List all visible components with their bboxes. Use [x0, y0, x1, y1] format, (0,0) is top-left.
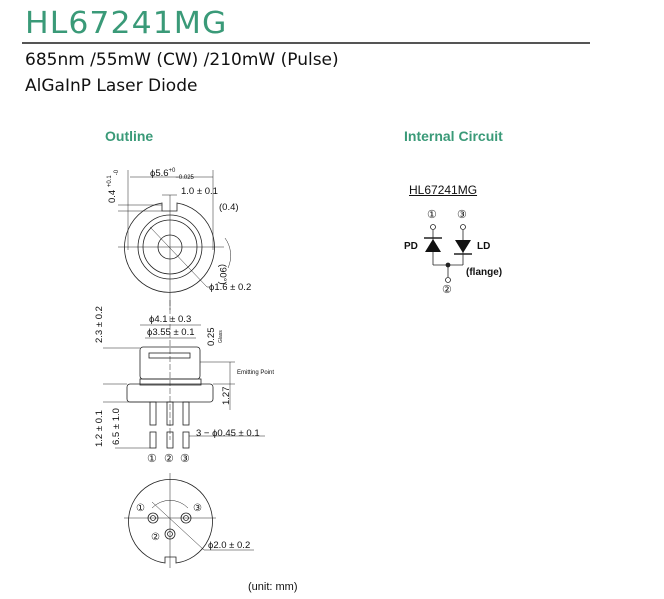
dim-pin-length: 6.5 ± 1.0: [111, 408, 122, 445]
circuit-heading: Internal Circuit: [404, 128, 503, 144]
pd-diode-icon: [425, 239, 441, 252]
ld-label: LD: [477, 241, 491, 252]
dim-window-diameter: ϕ3.55 ± 0.1: [147, 327, 195, 338]
dim-notch-width: 1.0 ± 0.1: [181, 186, 218, 197]
emitting-point-label: Emitting Point: [237, 370, 275, 376]
title-divider: [22, 42, 590, 44]
spec-line: 685nm /55mW (CW) /210mW (Pulse): [25, 50, 339, 70]
dim-glass: 0.25: [206, 327, 217, 347]
circuit-pin-2: ②: [442, 284, 452, 296]
circuit-pin-3: ③: [457, 209, 467, 221]
dim-pin-diameter: 3 − ϕ0.45 ± 0.1: [196, 428, 260, 439]
dim-flange: 1.2 ± 0.1: [94, 410, 105, 447]
glass-label: Glass: [218, 330, 224, 343]
product-title: HL67241MG: [25, 6, 228, 41]
dim-cap-diameter: ϕ4.1 ± 0.3: [149, 314, 192, 325]
circuit-part-number: HL67241MG: [409, 183, 478, 197]
circuit-pin-1: ①: [427, 209, 437, 221]
dim-notch-height: 0.4 +0.1-0: [107, 169, 121, 203]
dim-emit-height: 1.27: [221, 386, 232, 406]
pin-label-3: ③: [180, 453, 190, 465]
top-view-drawing: [118, 170, 231, 310]
bottom-view-drawing: [124, 473, 254, 568]
dim-pin-circle: ϕ2.0 ± 0.2: [208, 540, 251, 551]
pin-label-1: ①: [147, 453, 157, 465]
pin-label-2: ②: [164, 453, 174, 465]
bottom-pin-1: ①: [136, 503, 145, 514]
bottom-pin-3: ③: [193, 503, 202, 514]
pd-label: PD: [404, 241, 418, 252]
flange-label: (flange): [466, 267, 503, 278]
dim-notch-depth: (0.4): [219, 202, 239, 213]
dim-cap-height: 2.3 ± 0.2: [94, 306, 105, 343]
dim-window: ϕ1.6 ± 0.2: [209, 282, 252, 293]
dim-diameter: ϕ5.6+0−0.025: [150, 168, 194, 182]
outline-heading: Outline: [105, 128, 154, 144]
ld-diode-icon: [455, 240, 471, 253]
side-view-drawing: [103, 300, 265, 449]
bottom-pin-2: ②: [151, 532, 160, 543]
circuit-diagram: [424, 224, 472, 283]
unit-note: (unit: mm): [248, 581, 298, 593]
device-type: AlGaInP Laser Diode: [25, 76, 198, 96]
